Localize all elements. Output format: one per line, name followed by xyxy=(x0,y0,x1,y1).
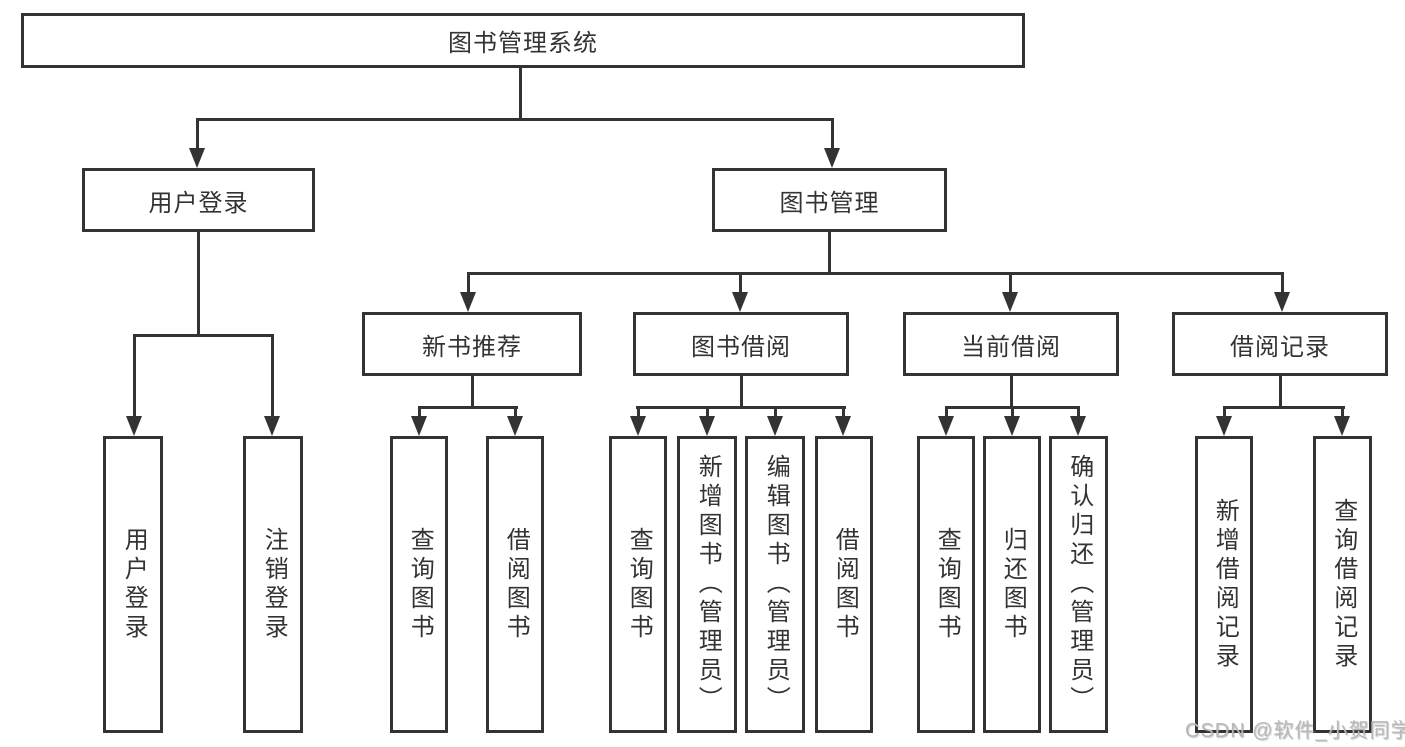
connector-line xyxy=(739,275,742,294)
leaf-borrow-books: 借阅图书 xyxy=(815,436,873,733)
connector-line xyxy=(1077,409,1080,418)
connector-line xyxy=(636,406,846,409)
arrowhead-down-icon xyxy=(824,148,840,168)
watermark: CSDN @软件_小贺同学 xyxy=(1185,720,1405,742)
arrowhead-down-icon xyxy=(264,416,280,436)
connector-line xyxy=(467,275,470,294)
connector-line xyxy=(740,376,743,409)
node-root: 图书管理系统 xyxy=(21,13,1025,68)
arrowhead-down-icon xyxy=(126,416,142,436)
connector-line xyxy=(519,68,522,121)
connector-line xyxy=(196,118,834,121)
arrowhead-down-icon xyxy=(732,292,748,312)
arrowhead-down-icon xyxy=(1274,292,1290,312)
arrowhead-down-icon xyxy=(699,416,715,436)
connector-line xyxy=(1279,376,1282,409)
leaf-borrow-books-recommend: 借阅图书 xyxy=(486,436,544,733)
leaf-add-borrow-record: 新增借阅记录 xyxy=(1195,436,1253,733)
leaf-logout: 注销登录 xyxy=(243,436,303,733)
leaf-query-books-current: 查询图书 xyxy=(917,436,975,733)
arrowhead-down-icon xyxy=(1216,416,1232,436)
connector-line xyxy=(945,409,948,418)
connector-line xyxy=(418,406,518,409)
connector-line xyxy=(945,406,1080,409)
leaf-add-book-admin: 新增图书（管理员） xyxy=(677,436,737,733)
arrowhead-down-icon xyxy=(835,416,851,436)
connector-line xyxy=(1010,376,1013,409)
connector-line xyxy=(1011,409,1014,418)
connector-line xyxy=(1009,275,1012,294)
arrowhead-down-icon xyxy=(1334,416,1350,436)
arrowhead-down-icon xyxy=(630,416,646,436)
connector-line xyxy=(1281,275,1284,294)
arrowhead-down-icon xyxy=(507,416,523,436)
leaf-query-books-borrowing: 查询图书 xyxy=(609,436,667,733)
connector-line xyxy=(133,337,136,418)
connector-line xyxy=(1223,406,1345,409)
node-user-login: 用户登录 xyxy=(82,168,315,232)
node-current-borrowing: 当前借阅 xyxy=(903,312,1119,376)
connector-line xyxy=(514,409,517,418)
arrowhead-down-icon xyxy=(1004,416,1020,436)
arrowhead-down-icon xyxy=(938,416,954,436)
arrowhead-down-icon xyxy=(767,416,783,436)
arrowhead-down-icon xyxy=(1002,292,1018,312)
leaf-return-books: 归还图书 xyxy=(983,436,1041,733)
node-book-management: 图书管理 xyxy=(712,168,947,232)
node-borrowing-records: 借阅记录 xyxy=(1172,312,1388,376)
connector-line xyxy=(197,232,200,337)
connector-line xyxy=(831,118,834,152)
connector-line xyxy=(706,409,709,418)
connector-line xyxy=(828,232,831,275)
arrowhead-down-icon xyxy=(1070,416,1086,436)
connector-line xyxy=(842,409,845,418)
arrowhead-down-icon xyxy=(189,148,205,168)
connector-line xyxy=(196,118,199,152)
node-book-borrowing: 图书借阅 xyxy=(633,312,849,376)
connector-line xyxy=(1341,409,1344,418)
connector-line xyxy=(271,337,274,418)
connector-line xyxy=(637,409,640,418)
connector-line xyxy=(418,409,421,418)
leaf-query-borrow-record: 查询借阅记录 xyxy=(1313,436,1372,733)
arrowhead-down-icon xyxy=(411,416,427,436)
arrowhead-down-icon xyxy=(460,292,476,312)
connector-line xyxy=(133,334,274,337)
connector-line xyxy=(1223,409,1226,418)
leaf-query-books-recommend: 查询图书 xyxy=(390,436,448,733)
leaf-confirm-return-admin: 确认归还（管理员） xyxy=(1049,436,1108,733)
connector-line xyxy=(467,272,1284,275)
leaf-user-login: 用户登录 xyxy=(103,436,163,733)
connector-line xyxy=(774,409,777,418)
connector-line xyxy=(471,376,474,409)
leaf-edit-book-admin: 编辑图书（管理员） xyxy=(745,436,805,733)
node-new-book-recommend: 新书推荐 xyxy=(362,312,582,376)
